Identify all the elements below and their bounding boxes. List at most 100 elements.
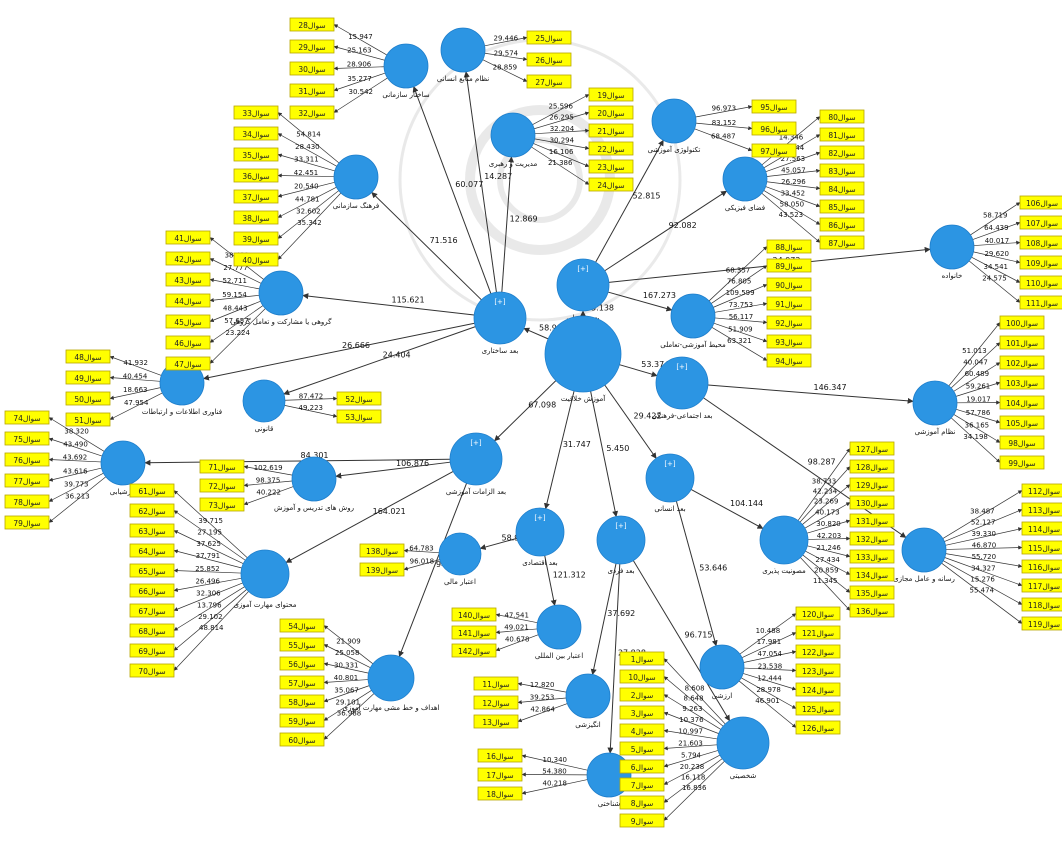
indicator-box[interactable]: سوال121 [795, 625, 841, 640]
indicator-box[interactable]: سوال79 [4, 515, 50, 530]
latent-variable-node[interactable]: محتوای مهارت آموزی [233, 549, 297, 609]
indicator-box[interactable]: سوال61 [129, 483, 175, 498]
indicator-box[interactable]: سوال67 [129, 603, 175, 618]
indicator-box[interactable]: سوال30 [289, 61, 335, 76]
latent-variable-node[interactable]: قانونی [242, 379, 286, 433]
indicator-box[interactable]: سوال2 [619, 687, 665, 702]
indicator-box[interactable]: سوال132 [849, 531, 895, 546]
indicator-box[interactable]: سوال129 [849, 477, 895, 492]
indicator-box[interactable]: سوال12 [473, 695, 519, 710]
indicator-box[interactable]: سوال22 [588, 141, 634, 156]
indicator-box[interactable]: سوال122 [795, 644, 841, 659]
indicator-box[interactable]: سوال4 [619, 723, 665, 738]
indicator-box[interactable]: سوال13 [473, 714, 519, 729]
indicator-box[interactable]: سوال82 [819, 145, 865, 160]
indicator-box[interactable]: سوال6 [619, 759, 665, 774]
indicator-box[interactable]: سوال64 [129, 543, 175, 558]
indicator-box[interactable]: سوال131 [849, 513, 895, 528]
indicator-box[interactable]: سوال75 [4, 431, 50, 446]
indicator-box[interactable]: سوال32 [289, 105, 335, 120]
indicator-box[interactable]: سوال90 [766, 277, 812, 292]
indicator-box[interactable]: سوال69 [129, 643, 175, 658]
indicator-box[interactable]: سوال139 [359, 562, 405, 577]
latent-variable-node[interactable]: [+]بعد فردی [596, 515, 646, 575]
indicator-box[interactable]: سوال107 [1019, 215, 1062, 230]
indicator-box[interactable]: سوال50 [65, 391, 111, 406]
indicator-box[interactable]: سوال110 [1019, 275, 1062, 290]
indicator-box[interactable]: سوال130 [849, 495, 895, 510]
indicator-box[interactable]: سوال45 [165, 314, 211, 329]
indicator-box[interactable]: سوال108 [1019, 235, 1062, 250]
latent-variable-node[interactable]: آموزش خلاقیت [544, 315, 622, 403]
indicator-box[interactable]: سوال103 [999, 375, 1045, 390]
indicator-box[interactable]: سوال123 [795, 663, 841, 678]
indicator-box[interactable]: سوال21 [588, 123, 634, 138]
indicator-box[interactable]: سوال20 [588, 105, 634, 120]
indicator-box[interactable]: سوال141 [451, 625, 497, 640]
indicator-box[interactable]: سوال73 [199, 497, 245, 512]
indicator-box[interactable]: سوال27 [526, 74, 572, 89]
indicator-box[interactable]: سوال74 [4, 410, 50, 425]
indicator-box[interactable]: سوال23 [588, 159, 634, 174]
indicator-box[interactable]: سوال38 [233, 210, 279, 225]
latent-variable-node[interactable]: انگیزشی [565, 673, 611, 729]
latent-variable-node[interactable]: [+]بعد اجتماعی-فرهنگی [651, 356, 713, 420]
indicator-box[interactable]: سوال92 [766, 315, 812, 330]
indicator-box[interactable]: سوال80 [819, 109, 865, 124]
indicator-box[interactable]: سوال42 [165, 251, 211, 266]
indicator-box[interactable]: سوال43 [165, 272, 211, 287]
indicator-box[interactable]: سوال138 [359, 543, 405, 558]
indicator-box[interactable]: سوال128 [849, 459, 895, 474]
indicator-box[interactable]: سوال57 [279, 675, 325, 690]
indicator-box[interactable]: سوال16 [477, 748, 523, 763]
indicator-box[interactable]: سوال91 [766, 296, 812, 311]
indicator-box[interactable]: سوال17 [477, 767, 523, 782]
indicator-box[interactable]: سوال100 [999, 315, 1045, 330]
latent-variable-node[interactable]: مصونیت پذیری [759, 515, 809, 575]
latent-variable-node[interactable]: فرهنگ سازمانی [333, 154, 380, 210]
indicator-box[interactable]: سوال44 [165, 293, 211, 308]
indicator-box[interactable]: سوال26 [526, 52, 572, 67]
indicator-box[interactable]: سوال86 [819, 217, 865, 232]
indicator-box[interactable]: سوال142 [451, 643, 497, 658]
indicator-box[interactable]: سوال68 [129, 623, 175, 638]
latent-variable-node[interactable]: ارزشی [699, 644, 745, 700]
indicator-box[interactable]: سوال106 [1019, 195, 1062, 210]
indicator-box[interactable]: سوال78 [4, 494, 50, 509]
indicator-box[interactable]: سوال124 [795, 682, 841, 697]
indicator-box[interactable]: سوال39 [233, 231, 279, 246]
indicator-box[interactable]: سوال51 [65, 412, 111, 427]
indicator-box[interactable]: سوال41 [165, 230, 211, 245]
indicator-box[interactable]: سوال3 [619, 705, 665, 720]
indicator-box[interactable]: سوال56 [279, 656, 325, 671]
indicator-box[interactable]: سوال46 [165, 335, 211, 350]
indicator-box[interactable]: سوال53 [336, 409, 382, 424]
indicator-box[interactable]: سوال47 [165, 356, 211, 371]
indicator-box[interactable]: سوال28 [289, 17, 335, 32]
indicator-box[interactable]: سوال25 [526, 30, 572, 45]
indicator-box[interactable]: سوال36 [233, 168, 279, 183]
latent-variable-node[interactable]: روش های تدریس و آموزش [274, 456, 354, 512]
indicator-box[interactable]: سوال97 [751, 143, 797, 158]
latent-variable-node[interactable]: محیط آموزشی-تعاملی [660, 293, 726, 349]
indicator-box[interactable]: سوال133 [849, 549, 895, 564]
latent-variable-node[interactable]: اعتبار بین المللی [535, 604, 583, 660]
indicator-box[interactable]: سوال93 [766, 334, 812, 349]
indicator-box[interactable]: سوال81 [819, 127, 865, 142]
latent-variable-node[interactable]: خانواده [929, 224, 975, 280]
indicator-box[interactable]: سوال11 [473, 676, 519, 691]
indicator-box[interactable]: سوال60 [279, 732, 325, 747]
latent-variable-node[interactable]: نظام آموزشی [912, 380, 958, 436]
indicator-box[interactable]: سوال72 [199, 478, 245, 493]
latent-variable-node[interactable]: ارزشیابی [100, 440, 146, 496]
indicator-box[interactable]: سوال111 [1019, 295, 1062, 310]
indicator-box[interactable]: سوال1 [619, 651, 665, 666]
indicator-box[interactable]: سوال63 [129, 523, 175, 538]
latent-variable-node[interactable]: تکنولوژی آموزشی [648, 98, 701, 154]
indicator-box[interactable]: سوال77 [4, 473, 50, 488]
indicator-box[interactable]: سوال88 [766, 239, 812, 254]
indicator-box[interactable]: سوال54 [279, 618, 325, 633]
indicator-box[interactable]: سوال37 [233, 189, 279, 204]
indicator-box[interactable]: سوال7 [619, 777, 665, 792]
indicator-box[interactable]: سوال135 [849, 585, 895, 600]
